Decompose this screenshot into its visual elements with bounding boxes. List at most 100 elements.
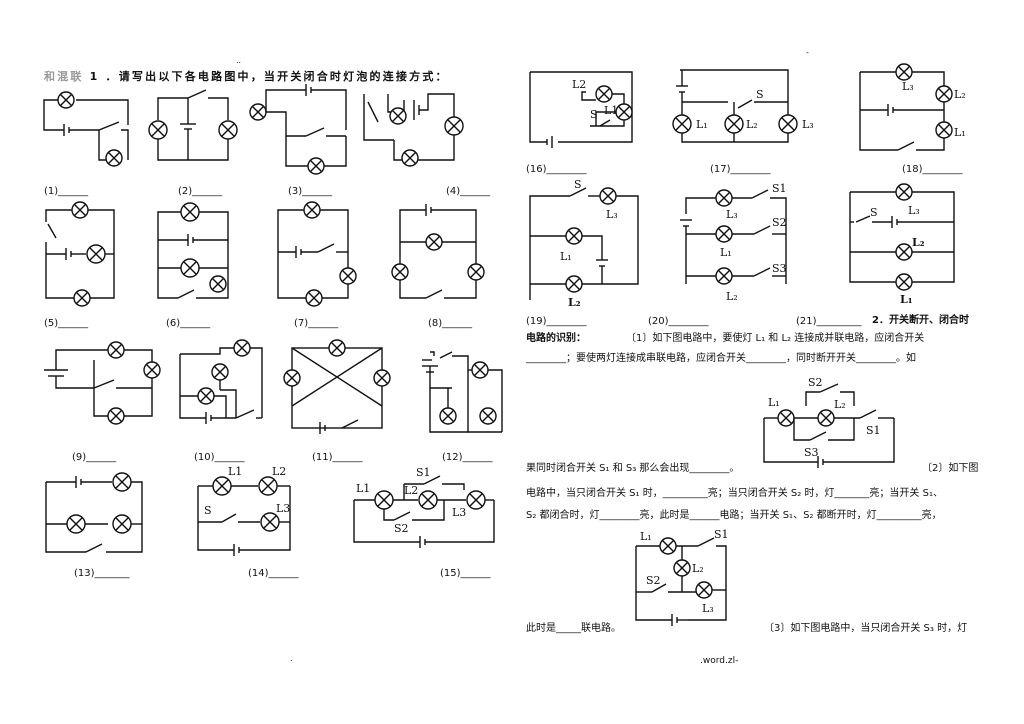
circuit-21: S L₃ L₂ L₁: [849, 183, 955, 306]
question-1-heading: 和混联 1 ．请写出以下各电路图中，当开关闭合时灯泡的连接方式：: [44, 68, 449, 84]
circuit-2: [148, 89, 238, 161]
circuit-13: [45, 472, 143, 553]
circuit-q1: S2 L₁ L₂ S1 S3: [763, 376, 895, 468]
answer-10[interactable]: (10)______: [194, 452, 245, 463]
answer-20[interactable]: (20)________: [648, 316, 709, 327]
answer-3[interactable]: (3)______: [288, 186, 333, 197]
answer-7[interactable]: (7)______: [294, 318, 339, 329]
label-S: S: [870, 206, 878, 219]
answer-18[interactable]: (18)________: [902, 164, 963, 175]
label-L3: L₃: [902, 80, 914, 93]
circuit-q2: L₁ S1 L₂ S2 L₃: [635, 528, 729, 626]
label-S1: S1: [866, 424, 881, 437]
label-L2: L₂: [834, 398, 846, 411]
top-mark-2: -: [806, 48, 809, 57]
heading-text: 1 ．请写出以下各电路图中，当开关闭合时灯泡的连接方式：: [89, 70, 449, 83]
label-L1: L₁: [768, 396, 780, 409]
circuit-5: [45, 201, 115, 307]
label-L2: L2: [572, 78, 586, 91]
q2-line3: 此时是_____联电路。: [526, 623, 621, 634]
circuit-9: [44, 341, 161, 425]
label-S2: S2: [394, 522, 409, 535]
label-L1: L1: [356, 482, 370, 495]
answer-14[interactable]: (14)______: [248, 568, 299, 579]
label-L2: L₂: [912, 236, 925, 249]
footer-text: .word.zl-: [700, 656, 739, 666]
answer-12[interactable]: (12)______: [442, 452, 493, 463]
label-S: S: [204, 504, 212, 517]
circuit-11: [283, 339, 391, 434]
label-L2: L2: [404, 484, 418, 497]
circuit-14: L1 L2 S L3: [197, 465, 291, 556]
label-L1: L1: [604, 104, 618, 117]
q1-line3: 果同时闭合开关 S₁ 和 S₃ 那么会出现________。: [526, 463, 740, 474]
label-L2: L₂: [726, 290, 738, 303]
answer-21[interactable]: (21)_________: [796, 316, 862, 327]
answer-2[interactable]: (2)______: [178, 186, 223, 197]
label-S: S: [756, 88, 764, 101]
label-L3: L₃: [802, 118, 814, 131]
circuit-15: S1 L1 L2 L3 S2: [353, 466, 495, 548]
label-S1: S1: [416, 466, 431, 479]
label-L3: L₃: [606, 208, 618, 221]
label-S2: S2: [772, 216, 787, 229]
circuit-18: L₃ L₂ L₁: [859, 63, 966, 151]
label-S2: S2: [646, 574, 661, 587]
label-L1: L₁: [900, 293, 913, 306]
label-L1: L₁: [640, 530, 652, 543]
section-2-title: 2．开关断开、闭合时: [872, 315, 969, 326]
label-L1: L₁: [696, 118, 708, 131]
answer-19[interactable]: (19)________: [526, 316, 587, 327]
circuit-6: [157, 202, 229, 299]
answer-11[interactable]: (11)______: [312, 452, 363, 463]
label-L2: L₂: [692, 562, 704, 575]
answer-16[interactable]: (16)________: [526, 164, 587, 175]
circuit-19: S L₃ L₁ L₂: [529, 178, 639, 309]
answer-4[interactable]: (4)______: [446, 186, 491, 197]
section-2-title-line2: 电路的识别：: [526, 333, 586, 344]
q3-start: 〔3〕如下图电路中，当只闭合开关 S₃ 时，灯: [764, 623, 968, 634]
label-L3: L3: [276, 502, 290, 515]
label-L1: L1: [228, 465, 242, 478]
label-L3: L₃: [908, 204, 920, 217]
label-S1: S1: [714, 528, 729, 541]
label-S3: S3: [772, 262, 787, 275]
label-S1: S1: [772, 182, 787, 195]
answer-1[interactable]: (1)______: [44, 186, 89, 197]
answer-17[interactable]: (17)________: [710, 164, 771, 175]
label-L3: L₃: [702, 602, 714, 615]
q2-line1: 电路中，当只闭合开关 S₁ 时，_________亮；当只闭合开关 S₂ 时，灯…: [526, 488, 943, 499]
answer-8[interactable]: (8)______: [428, 318, 473, 329]
circuit-16: L2 L1 S: [529, 71, 633, 148]
circuit-7: [277, 201, 357, 307]
heading-prefix: 和混联: [44, 70, 84, 83]
q2-start: 〔2〕如下图: [922, 463, 979, 474]
label-L1: L₁: [560, 250, 572, 263]
circuit-3: [249, 84, 347, 175]
circuit-17: S L₁ L₂ L₃: [672, 69, 814, 143]
answer-6[interactable]: (6)______: [166, 318, 211, 329]
label-S: S: [590, 108, 598, 121]
answer-5[interactable]: (5)______: [44, 318, 89, 329]
label-L1: L₁: [720, 246, 732, 259]
circuit-20: S1 L₃ S2 L₁ S3 L₂: [680, 182, 787, 303]
label-L2: L₂: [568, 296, 581, 309]
label-S3: S3: [804, 446, 819, 459]
q1-line1: 〔1〕如下图电路中，要使灯 L₁ 和 L₂ 连接成并联电路，应闭合开关: [626, 333, 925, 344]
label-L3: L₃: [726, 208, 738, 221]
label-L2: L2: [272, 465, 286, 478]
bottom-mark: .: [290, 654, 293, 663]
label-L2: L₂: [746, 118, 758, 131]
answer-9[interactable]: (9)______: [72, 452, 117, 463]
label-S2: S2: [808, 376, 823, 389]
label-L1: L₁: [954, 126, 966, 139]
answer-15[interactable]: (15)______: [440, 568, 491, 579]
circuit-10: [179, 339, 263, 424]
top-mark: ..: [236, 56, 242, 65]
circuit-8: [391, 204, 485, 299]
answer-13[interactable]: (13)_______: [74, 568, 130, 579]
q2-line2: S₂ 都闭合时，灯________亮，此时是______电路；当开关 S₁、S₂…: [526, 510, 942, 521]
circuit-12: [422, 351, 503, 433]
circuit-1: [43, 91, 129, 167]
label-L2: L₂: [954, 88, 966, 101]
